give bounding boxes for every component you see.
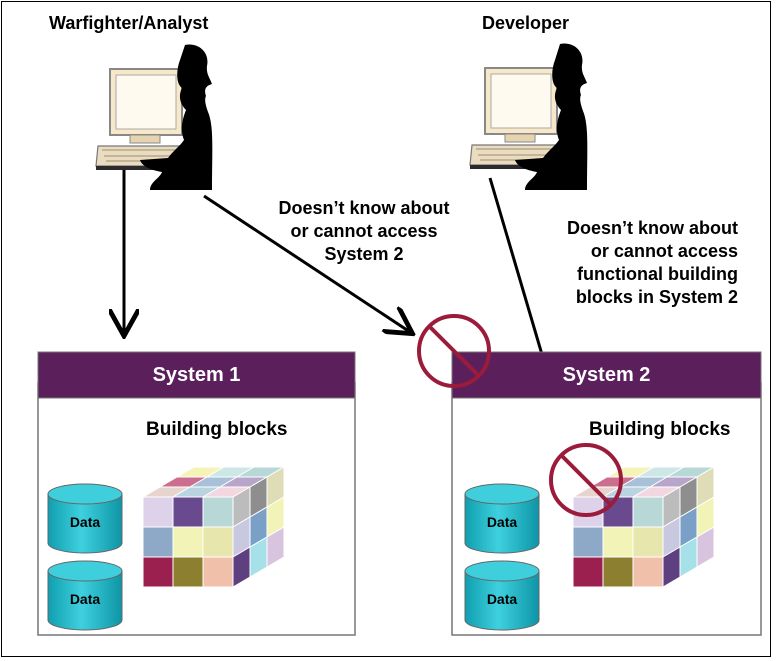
prohibited-icon (549, 443, 623, 517)
analyst-person-icon (140, 44, 213, 191)
data-cylinder-icon (47, 483, 123, 554)
data-cylinder-icon (464, 483, 540, 554)
cube-cell (172, 556, 204, 588)
cube-cell (172, 496, 204, 528)
building-blocks-label: Building blocks (146, 419, 288, 440)
cube-cell (602, 526, 634, 558)
data-label: Data (69, 514, 101, 530)
data-cylinder-icon (464, 560, 540, 631)
system1-title: System 1 (152, 364, 241, 386)
cube-cell (632, 556, 664, 588)
data-cylinder-icon (47, 560, 123, 631)
system2-title: System 2 (562, 364, 651, 386)
data-label: Data (486, 514, 518, 530)
note-analyst: Doesn’t know about or cannot access Syst… (278, 198, 450, 264)
building-blocks-cube-icon (571, 466, 716, 588)
developer-computer-icon (469, 67, 566, 169)
cube-cell (572, 556, 604, 588)
cube-cell (142, 496, 174, 528)
system2-header (451, 351, 762, 399)
cube-cell (572, 526, 604, 558)
cube-cell (266, 526, 285, 568)
actor-label-analyst: Warfighter/Analyst (49, 13, 209, 33)
prohibited-icon (417, 314, 491, 388)
arrow-analyst-to-system2 (203, 194, 410, 332)
cube-cell (142, 556, 174, 588)
system1-header (37, 351, 356, 399)
cube-cell (602, 556, 634, 588)
data-label: Data (69, 591, 101, 607)
building-blocks-cube-icon (141, 466, 286, 588)
cube-cell (142, 526, 174, 558)
cube-cell (202, 556, 234, 588)
cube-cell (172, 526, 204, 558)
building-blocks-label: Building blocks (589, 419, 731, 440)
cube-cell (632, 526, 664, 558)
cube-cell (202, 496, 234, 528)
cube-cell (202, 526, 234, 558)
actor-label-developer: Developer (482, 13, 570, 33)
note-developer: Doesn’t know about or cannot access func… (567, 218, 738, 307)
cube-cell (632, 496, 664, 528)
cube-cell (696, 526, 715, 568)
data-label: Data (486, 591, 518, 607)
developer-person-icon (515, 43, 588, 191)
